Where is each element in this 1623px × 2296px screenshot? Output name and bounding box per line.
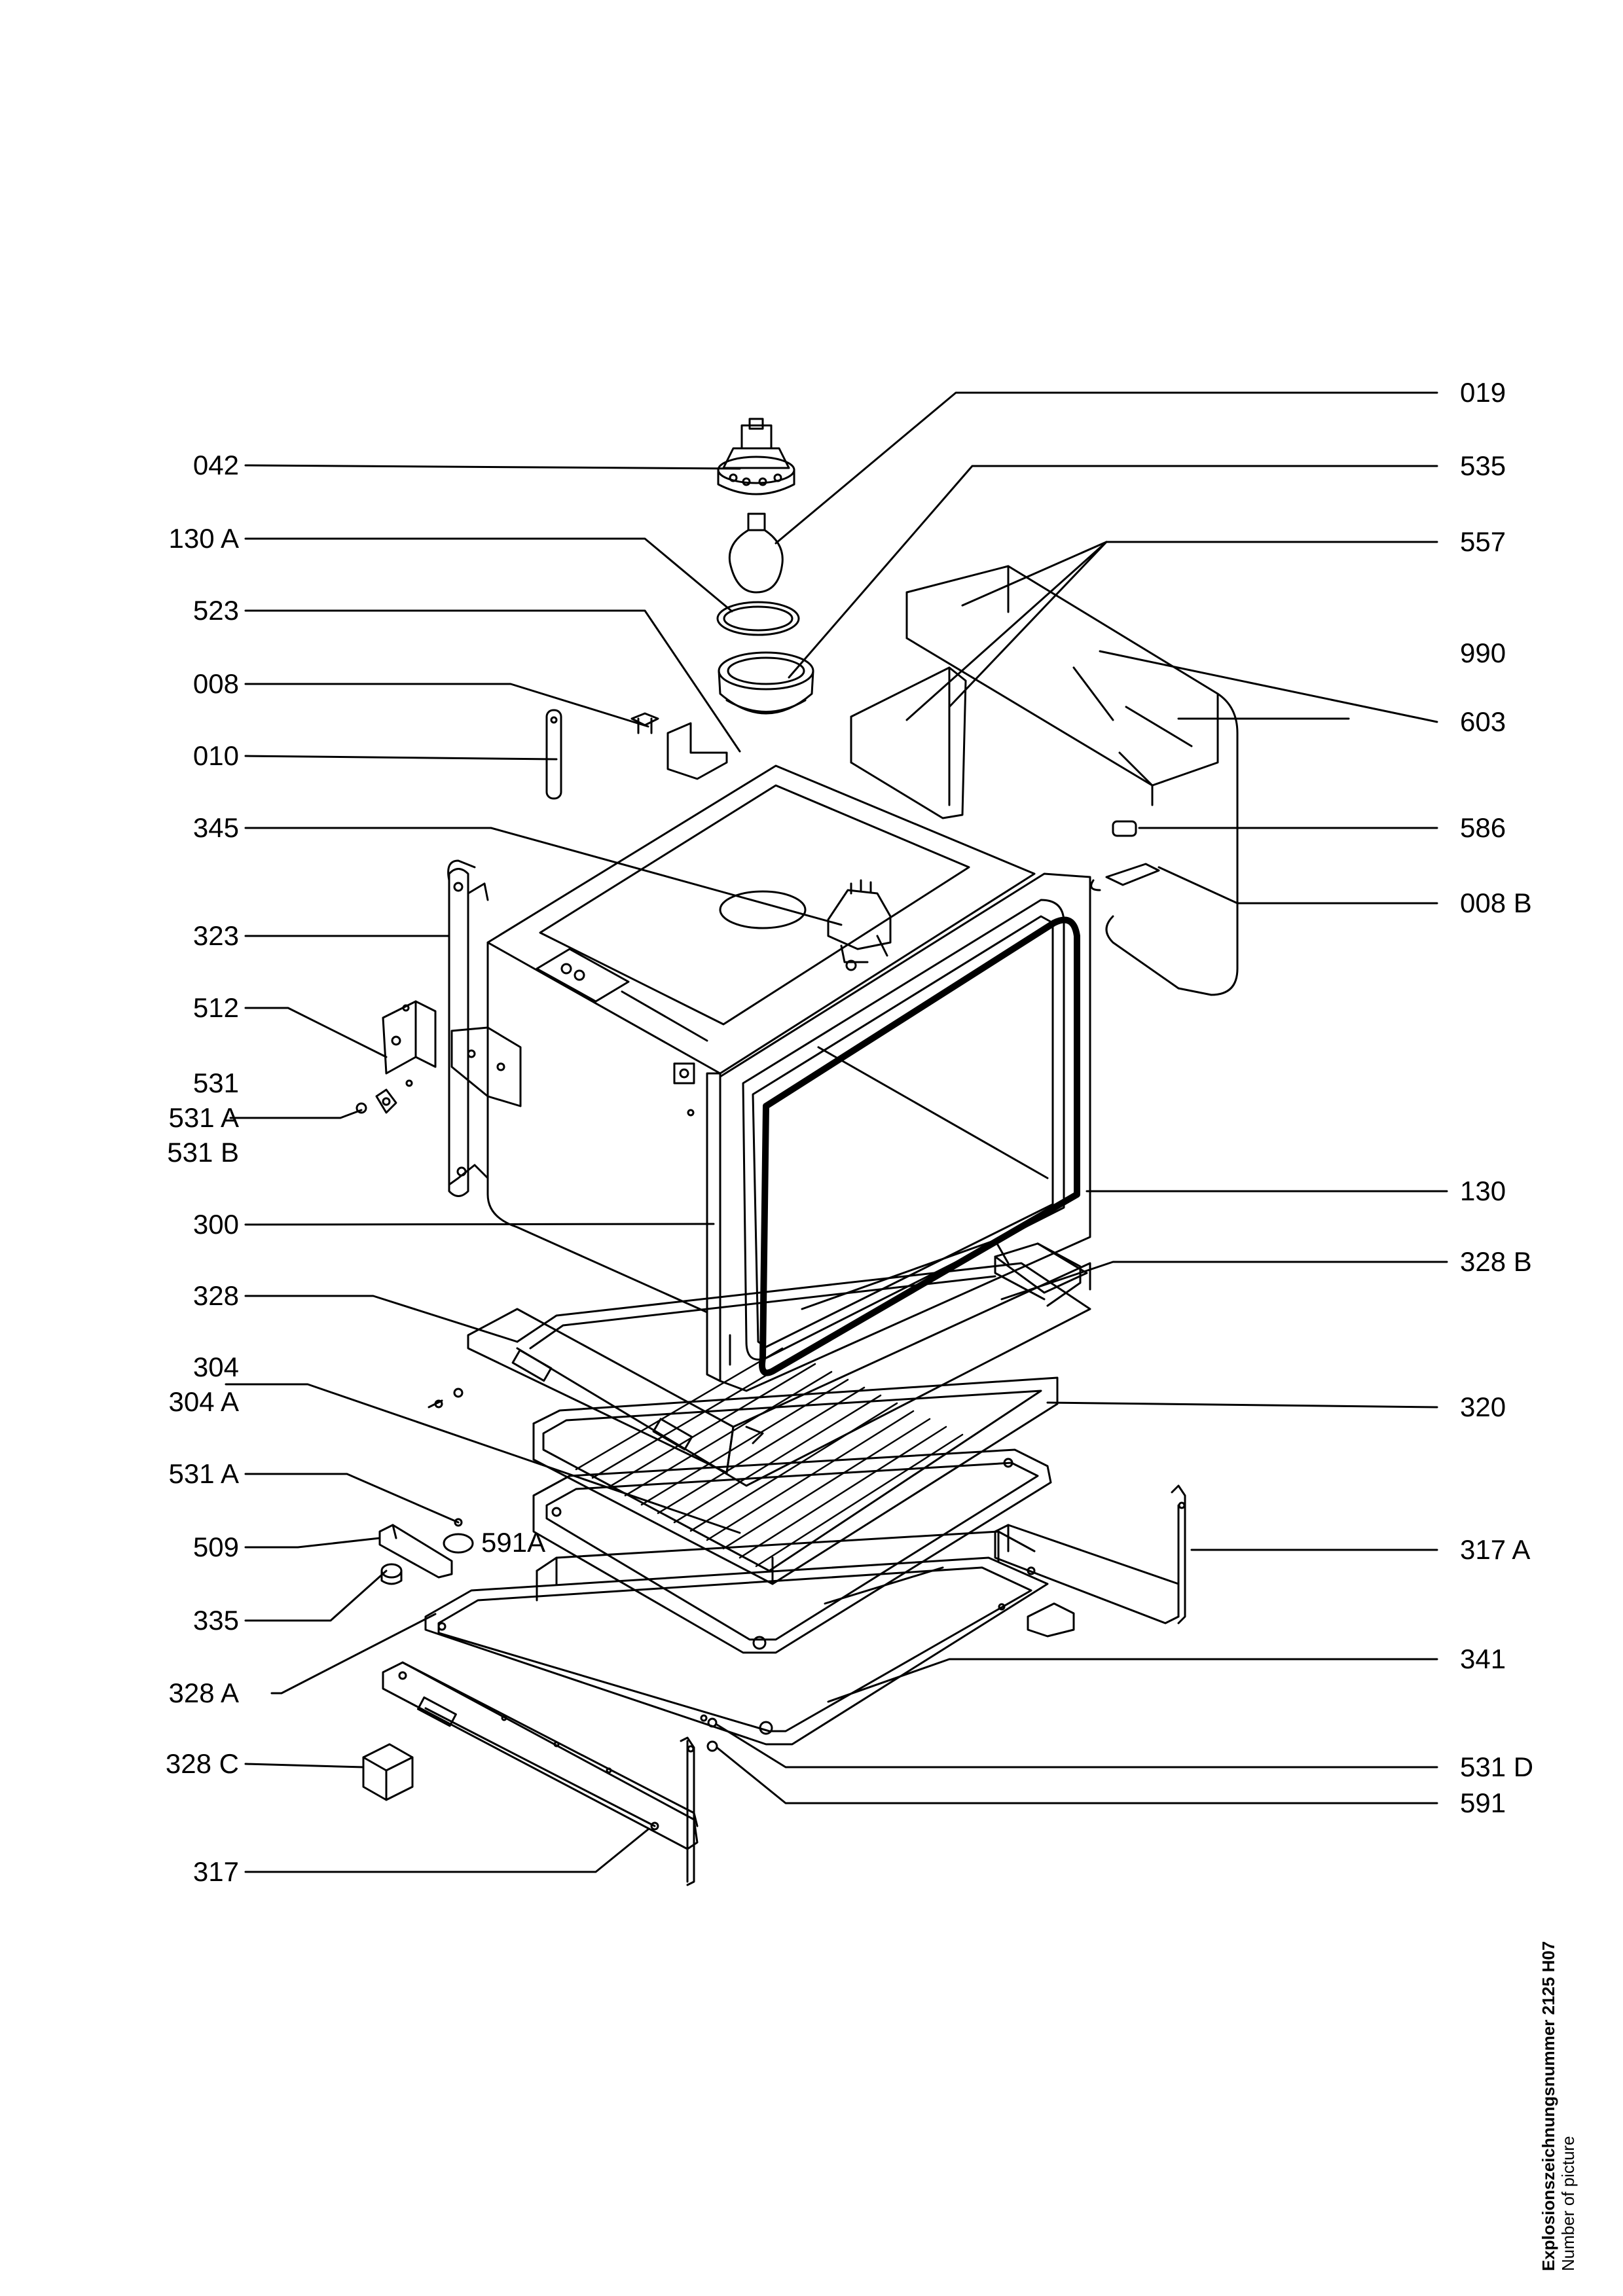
callout-300: 300 [192, 1209, 239, 1240]
callout-019: 019 [1460, 377, 1506, 408]
drawing-number-caption: Explosionszeichnungsnummer 2125 H07 Numb… [1539, 1852, 1578, 2271]
frame-341 [532, 1448, 1052, 1654]
lamp-bulb-019 [728, 512, 784, 594]
callout-341: 341 [1460, 1643, 1506, 1674]
lamp-seal-130a [716, 601, 800, 636]
callout-317a: 317 A [1460, 1534, 1531, 1565]
hinge-bracket-323 [447, 859, 489, 1197]
insulation-990 [905, 565, 1239, 996]
motor-345 [827, 879, 892, 971]
callout-328: 328 [192, 1280, 239, 1311]
callout-603: 603 [1460, 706, 1506, 737]
callout-557: 557 [1460, 526, 1506, 557]
washer-591a [443, 1518, 474, 1554]
callout-130: 130 [1460, 1175, 1506, 1206]
callout-531b: 531 B [167, 1137, 239, 1168]
callout-328b: 328 B [1460, 1246, 1532, 1277]
callout-130a: 130 A [168, 523, 239, 554]
callout-509: 509 [192, 1532, 239, 1562]
cube-328c [362, 1743, 414, 1801]
callout-591a: 591A [481, 1527, 546, 1558]
bracket-512 [382, 1000, 522, 1107]
door-seal-130 [759, 916, 1080, 1376]
callout-042: 042 [192, 450, 239, 480]
callout-535: 535 [1460, 450, 1506, 481]
callout-523: 523 [192, 595, 239, 626]
callout-335: 335 [192, 1605, 239, 1636]
callout-531: 531 [192, 1067, 239, 1098]
frame-328a [424, 1530, 1049, 1746]
insulation-557 [850, 666, 967, 819]
callout-317: 317 [192, 1856, 239, 1887]
callout-591: 591 [1460, 1787, 1506, 1818]
lamp-glass-535 [718, 651, 814, 715]
hinge-pin-010 [545, 709, 562, 800]
callout-512: 512 [192, 992, 239, 1023]
callout-328a: 328 A [168, 1677, 239, 1708]
callout-328c: 328 C [165, 1748, 239, 1779]
oven-rack-320 [532, 1347, 1059, 1585]
callout-531d: 531 D [1460, 1751, 1534, 1782]
callout-531a-lower: 531 A [168, 1458, 239, 1489]
callout-320: 320 [1460, 1391, 1506, 1422]
lamp-socket-042 [717, 418, 795, 495]
callout-010: 010 [192, 740, 239, 771]
screw-531d [706, 1717, 718, 1752]
rail-317a [994, 1484, 1186, 1638]
callout-008: 008 [192, 668, 239, 699]
drawing-number: Explosionszeichnungsnummer 2125 H07 [1539, 1941, 1558, 2271]
screw-531 [356, 1088, 397, 1114]
callout-304: 304 [192, 1352, 239, 1382]
leader-lines-left [225, 464, 843, 1873]
picture-caption: Number of picture [1558, 2136, 1578, 2271]
callout-531a-upper: 531 A [168, 1102, 239, 1133]
callout-345: 345 [192, 812, 239, 843]
bracket-523 [666, 722, 728, 780]
lamp-cover-335 [380, 1563, 403, 1585]
callout-304a: 304 A [168, 1386, 239, 1417]
callout-586: 586 [1460, 812, 1506, 843]
bracket-509 [378, 1524, 453, 1579]
callout-990: 990 [1460, 637, 1506, 668]
callout-008b: 008 B [1460, 888, 1532, 918]
panel-328b [994, 1242, 1088, 1307]
part-008b [1090, 863, 1160, 891]
oven-cavity-300 [486, 764, 1091, 1392]
part-586 [1112, 820, 1137, 837]
callout-323: 323 [192, 920, 239, 951]
bottom-panel-328 [428, 1262, 1091, 1487]
clip-008 [630, 712, 659, 734]
rail-317 [382, 1661, 699, 1886]
